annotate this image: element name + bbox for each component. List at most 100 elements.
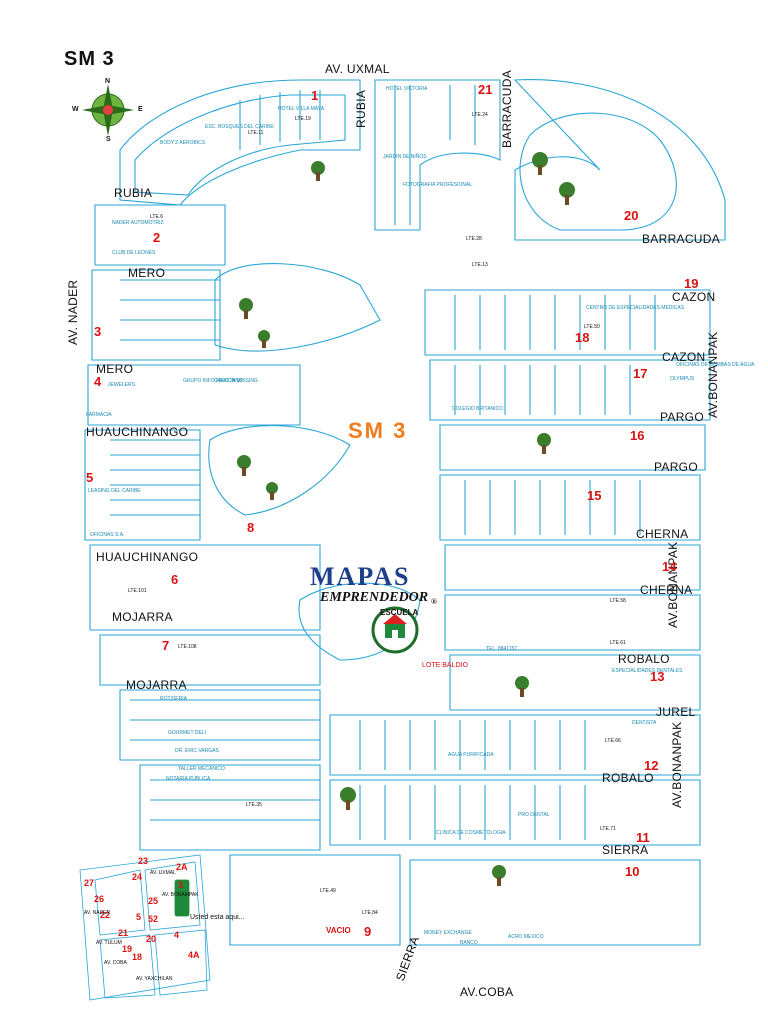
lot-label: LTE.108 (178, 644, 197, 650)
block-number: 11 (636, 830, 650, 845)
lot-label: LTE.13 (472, 262, 488, 268)
business-label: PRO DENTAL (518, 812, 550, 818)
inset-block: 20 (146, 934, 157, 944)
vacant-lot-label: LOTE BALDIO (422, 662, 468, 669)
street-mojarra-1: MOJARRA (112, 610, 173, 624)
block-number: 18 (575, 330, 590, 345)
street-rubia-top: RUBIA (354, 89, 368, 128)
inset-street: AV. BONAMPAK (162, 892, 199, 898)
street-rubia-left: RUBIA (114, 186, 153, 200)
street-bonampak-1: AV.BONANPAK (706, 331, 720, 418)
supermanzana-label: SM 3 (64, 48, 115, 70)
tree-icon (492, 865, 506, 886)
lot-label: LTE.6 (150, 214, 163, 220)
inset-street: AV. TULUM (96, 940, 122, 946)
vacio-label: VACIO (326, 926, 351, 935)
inset-block: 4A (188, 950, 200, 960)
street-pargo-2: PARGO (654, 460, 698, 474)
business-label: ESC. BOSQUES DEL CARIBE (205, 124, 274, 130)
lot-label: LTE.71 (600, 826, 616, 832)
business-label: NADER AUTOMOTRIZ (112, 220, 164, 226)
inset-block: 22 (100, 910, 111, 920)
inset-block: 23 (138, 856, 149, 866)
street-robalo-2: ROBALO (602, 771, 654, 785)
block-number: 12 (644, 758, 659, 773)
inset-block: 2A (176, 862, 188, 872)
compass-south: S (106, 136, 111, 143)
block-number: 5 (86, 470, 94, 485)
business-label: GRUPO INFO MEXICANO (183, 378, 243, 384)
block-number: 10 (625, 864, 640, 879)
business-label: GOURMET DELI (168, 730, 206, 736)
brand-line2: EMPRENDEDOR (320, 590, 429, 605)
lot-label: LTE.24 (472, 112, 488, 118)
block-number: 7 (162, 638, 170, 653)
street-sierra-1: SIERRA (602, 843, 649, 857)
street-mero-1: MERO (128, 266, 166, 280)
block-number: 20 (624, 208, 639, 223)
inset-block: 26 (94, 894, 105, 904)
street-mero-2: MERO (96, 362, 134, 376)
lot-label: LTE.28 (466, 236, 482, 242)
block-number: 17 (633, 366, 648, 381)
block-number: 15 (587, 488, 602, 503)
inset-block: 3 (178, 880, 184, 890)
street-huachinango-2: HUAUCHINANGO (96, 550, 199, 564)
tree-icon (537, 433, 551, 454)
parks (237, 152, 575, 886)
business-label: NOTARIA PUBLICA (166, 776, 211, 782)
inset-block: 18 (132, 952, 143, 962)
inset-block: 52 (148, 914, 159, 924)
business-label: OLYMPUS (670, 376, 695, 382)
business-label: HOTEL VILLA MAYA (278, 106, 325, 112)
tree-icon (311, 161, 325, 181)
street-cazon-2: CAZON (662, 350, 706, 364)
inset-block: 4 (174, 930, 180, 940)
brand-school: ESCUELA (380, 608, 419, 617)
compass-north: N (105, 78, 111, 85)
lot-label: LTE.66 (605, 738, 621, 744)
business-label: ACRO MEXICO (508, 934, 544, 940)
lot-label: LTE.58 (610, 598, 626, 604)
lot-label: LTE.61 (610, 640, 626, 646)
lot-label: LTE.11 (248, 130, 264, 136)
lot-label: LTE.50 (584, 324, 600, 330)
lot-label: LTE.35 (246, 802, 262, 808)
business-label: JARDIN DE NIÑOS (383, 154, 427, 160)
inset-block: 21 (118, 928, 129, 938)
inset-street: AV. YAXCHILAN (136, 976, 173, 982)
street-bonampak-2: AV.BONANPAK (666, 541, 680, 628)
inset-block: 27 (84, 878, 95, 888)
inset-block: 5 (136, 912, 142, 922)
business-label: DENTISTA (632, 720, 657, 726)
block-number: 2 (153, 230, 161, 245)
business-label: CLINICA DE COSMETOLOGIA (436, 830, 506, 836)
tree-icon (515, 676, 529, 697)
inset-street: AV. NADER (84, 910, 111, 916)
business-label: DR. ERIC VARGAS (175, 748, 219, 754)
street-barracuda-top: BARRACUDA (500, 69, 514, 148)
business-label: FOTOGRAFIA PROFESIONAL (403, 182, 473, 188)
street-cherna-1: CHERNA (636, 527, 689, 541)
block-outlines (84, 78, 726, 946)
lot-label: LTE.101 (128, 588, 147, 594)
business-label: FARMACIA (86, 412, 112, 418)
school-logo-icon (371, 606, 419, 654)
street-bonampak-3: AV.BONANPAK (670, 721, 684, 808)
compass-icon (82, 84, 134, 136)
business-label: OFICINAS S.A. (90, 532, 125, 538)
you-are-here-label: Usted esta aqui... (190, 914, 245, 921)
street-coba: AV.COBA (460, 985, 514, 999)
inset-block: 19 (122, 944, 133, 954)
business-label: ESPECIALIDADES DENTALES (612, 668, 683, 674)
business-label: JEWELERS (108, 382, 135, 388)
tree-icon (258, 330, 270, 348)
lot-label: LTE.49 (320, 888, 336, 894)
business-label: MONEY EXCHANGE (424, 930, 472, 936)
business-label: CENTRO DE ESPECIALIDADES MEDICAS (586, 305, 685, 311)
business-label: CLUB DE LEONES (112, 250, 156, 256)
inset-map (79, 854, 211, 1001)
inset-block: 24 (132, 872, 143, 882)
inset-street: AV. UXMAL (150, 870, 176, 876)
